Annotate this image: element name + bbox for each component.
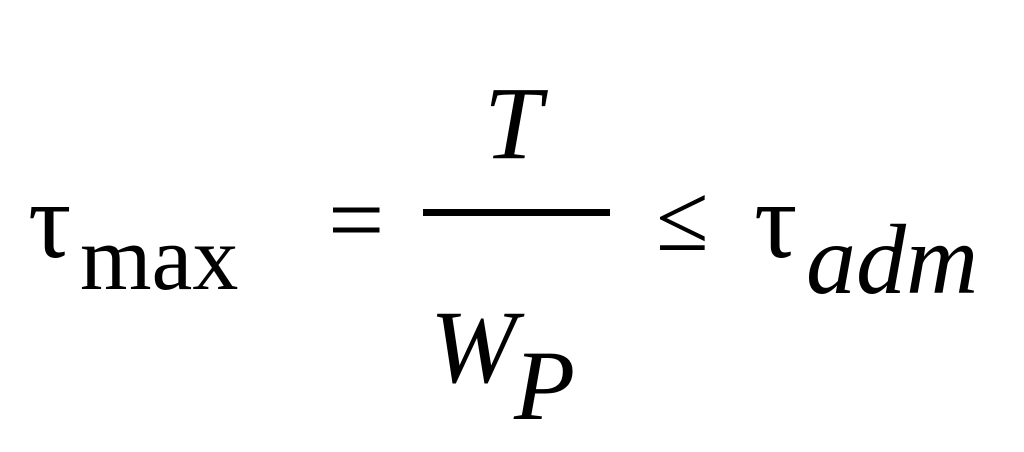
rhs-tau-symbol: τ xyxy=(754,162,798,281)
denominator-subscript-P: P xyxy=(514,330,576,441)
denominator-W: W xyxy=(430,290,517,405)
numerator-T: T xyxy=(484,66,542,181)
less-or-equal-sign: ≤ xyxy=(656,164,709,271)
rhs-subscript-adm: adm xyxy=(806,204,979,315)
lhs-subscript-max: max xyxy=(80,207,239,309)
lhs-tau-symbol: τ xyxy=(28,162,72,281)
fraction-bar xyxy=(423,209,610,216)
equals-sign: = xyxy=(328,164,385,275)
